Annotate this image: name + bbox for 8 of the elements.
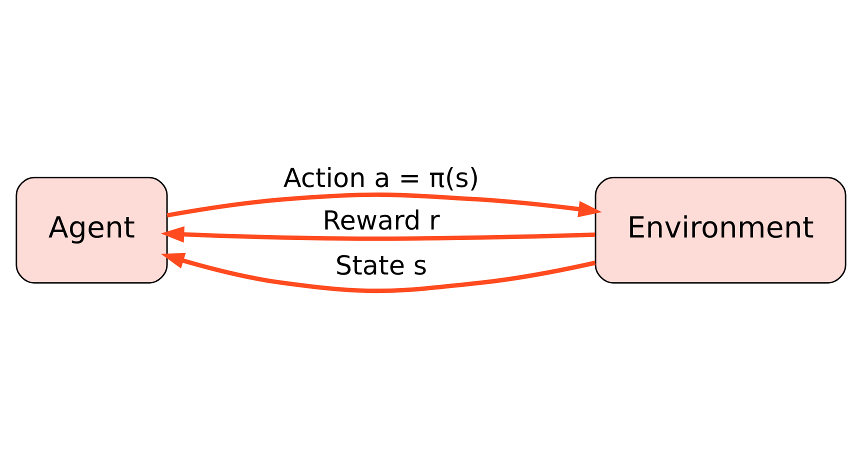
arrow <box>160 226 596 242</box>
edge-label: State s <box>335 251 428 282</box>
node-box: Environment <box>594 176 846 284</box>
arrow <box>166 192 602 218</box>
edge-label: Reward r <box>322 206 440 236</box>
node-box: Agent <box>16 176 168 284</box>
arrow <box>160 252 596 293</box>
edge-label: Action a = π(s) <box>283 163 480 194</box>
